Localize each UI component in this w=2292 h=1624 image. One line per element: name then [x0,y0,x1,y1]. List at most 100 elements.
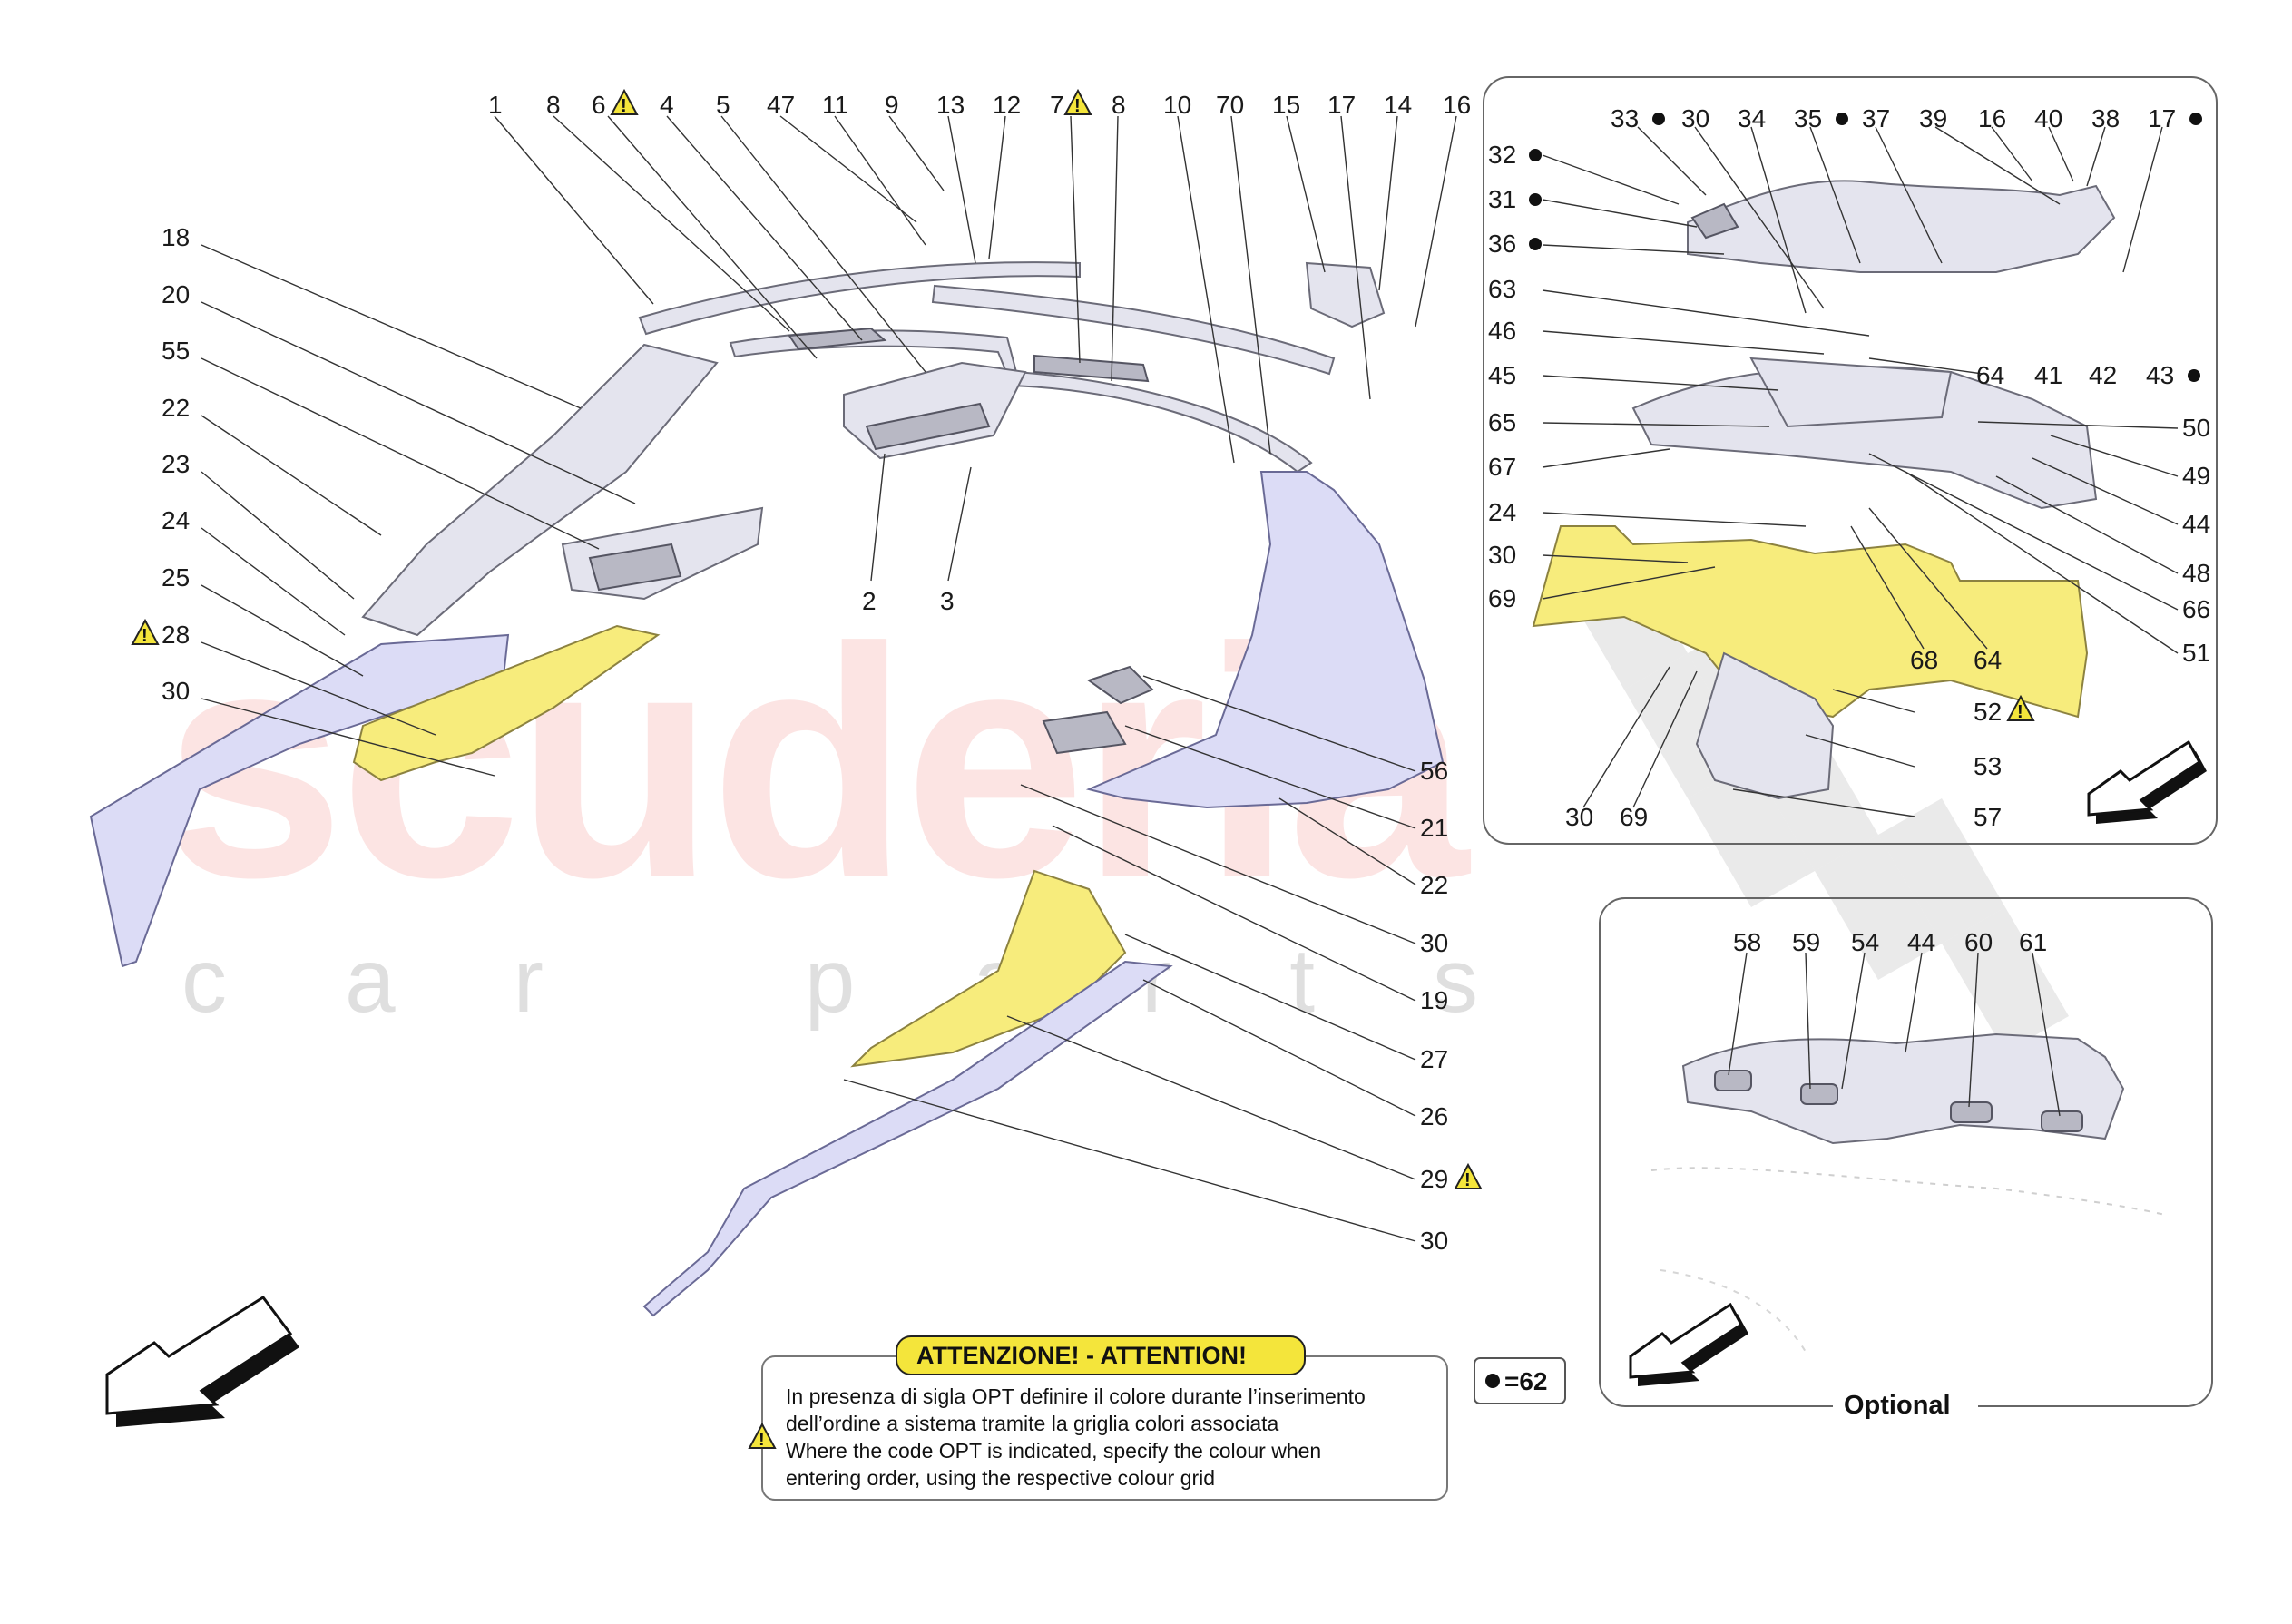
callout-label: 7 [1050,91,1064,119]
callout-label: 8 [1112,91,1126,119]
callout-label: 53 [1974,752,2002,780]
warning-icon: ! [1063,88,1092,116]
optional-vent [1950,1101,1993,1123]
legend-text: =62 [1504,1367,1548,1395]
dot-marker-icon [1485,1374,1500,1388]
callout-label: 11 [822,91,848,119]
b-pillar-arch [1085,471,1445,809]
callout-label: 25 [162,563,190,592]
inset-rear-shelf [1687,180,2116,273]
inset-leader-lines [1542,126,2179,817]
optional-label: Optional [1844,1391,1951,1420]
callout-label: 2 [862,587,877,615]
b-pillar-upper-seal [1086,665,1154,705]
main-assembly [89,261,1445,1317]
callout-label: 8 [546,91,561,119]
inset-callouts: 33 30 34 35 37 39 16 40 38 17 32 31 36 6… [1488,104,2210,831]
warning-icon: ! [748,1422,777,1450]
callout-label: 43 [2146,361,2174,389]
optional-vent [1714,1070,1752,1091]
callout-label: 17 [1327,91,1356,119]
callout-label: 12 [993,91,1021,119]
callout-label: 30 [162,677,190,705]
warning-icon: ! [610,88,639,116]
optional-assembly [1650,1032,2170,1353]
inset-tunnel-cover [1695,651,1835,800]
notice-title: ATTENZIONE! - ATTENTION! [916,1342,1247,1369]
inset-divider [1749,357,1953,428]
svg-text:!: ! [142,626,148,646]
roof-rear-trim [931,284,1336,376]
notice-title-badge [896,1335,1306,1375]
callout-label: 27 [1420,1045,1448,1073]
dot-marker-icon [2188,369,2200,382]
callout-label: 30 [1565,803,1593,831]
warning-icon: ! [2006,694,2035,722]
callout-label: 24 [162,506,190,534]
callout-label: 30 [1488,541,1516,569]
callout-label: 52 [1974,698,2002,726]
dot-marker-icon [1529,238,1542,250]
optional-vent [1800,1083,1838,1105]
svg-text:!: ! [1464,1170,1471,1190]
inset-direction-arrow-icon [2087,739,2207,824]
left-kick-panel [89,633,510,968]
callout-label: 57 [1974,803,2002,831]
callout-label: 22 [1420,871,1448,899]
optional-callouts: 58 59 54 44 60 61 [1733,928,2047,956]
callout-label: 5 [716,91,730,119]
rear-bracket [1305,261,1386,328]
callout-label: 49 [2182,462,2210,490]
callout-label: 23 [162,450,190,478]
callout-label: 15 [1272,91,1300,119]
callout-label: 64 [1976,361,2004,389]
callout-label: 40 [2034,104,2062,132]
callout-label: 26 [1420,1102,1448,1130]
notice-line: In presenza di sigla OPT definire il col… [786,1384,1366,1408]
callout-label: 1 [488,91,503,119]
inset-rear-carpet [1532,525,2089,719]
callout-label: 68 [1910,646,1938,674]
grab-handle [1033,354,1150,383]
callout-label: 56 [1420,757,1448,785]
callout-label: 45 [1488,361,1516,389]
main-leader-lines [201,115,1457,1242]
callout-label: 48 [2182,559,2210,587]
main-callouts: 1 8 6 4 5 47 11 9 13 12 7 8 10 70 15 17 … [131,88,1483,1255]
callout-label: 30 [1420,929,1448,957]
callout-label: 63 [1488,275,1516,303]
callout-label: 38 [2091,104,2120,132]
callout-label: 4 [660,91,674,119]
callout-label: 9 [885,91,899,119]
notice-line: dell’ordine a sistema tramite la griglia… [786,1412,1279,1435]
dot-marker-icon [1836,113,1848,125]
callout-label: 35 [1794,104,1822,132]
center-sill-panel [642,960,1173,1317]
sun-visor [788,327,887,351]
watermark-subtitle: car parts [181,930,1596,1032]
callout-label: 58 [1733,928,1761,956]
callout-label: 22 [162,394,190,422]
svg-text:!: ! [621,96,627,116]
callout-label: 21 [1420,814,1448,842]
dash-vent-grille [588,543,682,592]
direction-arrow-icon [105,1295,299,1427]
callout-label: 69 [1488,584,1516,612]
callout-label: 70 [1216,91,1244,119]
left-carpet-panel [352,624,661,782]
b-pillar-lower-seal [1042,710,1127,755]
optional-rear-shelf [1681,1032,2125,1145]
callout-label: 69 [1620,803,1648,831]
center-carpet-panel [850,869,1127,1068]
inset-assembly [1532,180,2116,800]
callout-label: 47 [767,91,795,119]
callout-label: 37 [1862,104,1890,132]
callout-label: 60 [1964,928,1993,956]
callout-label: 67 [1488,453,1516,481]
a-pillar-trim [361,343,719,637]
callout-label: 54 [1851,928,1879,956]
callout-label: 29 [1420,1165,1448,1193]
dot-marker-icon [1529,193,1542,206]
